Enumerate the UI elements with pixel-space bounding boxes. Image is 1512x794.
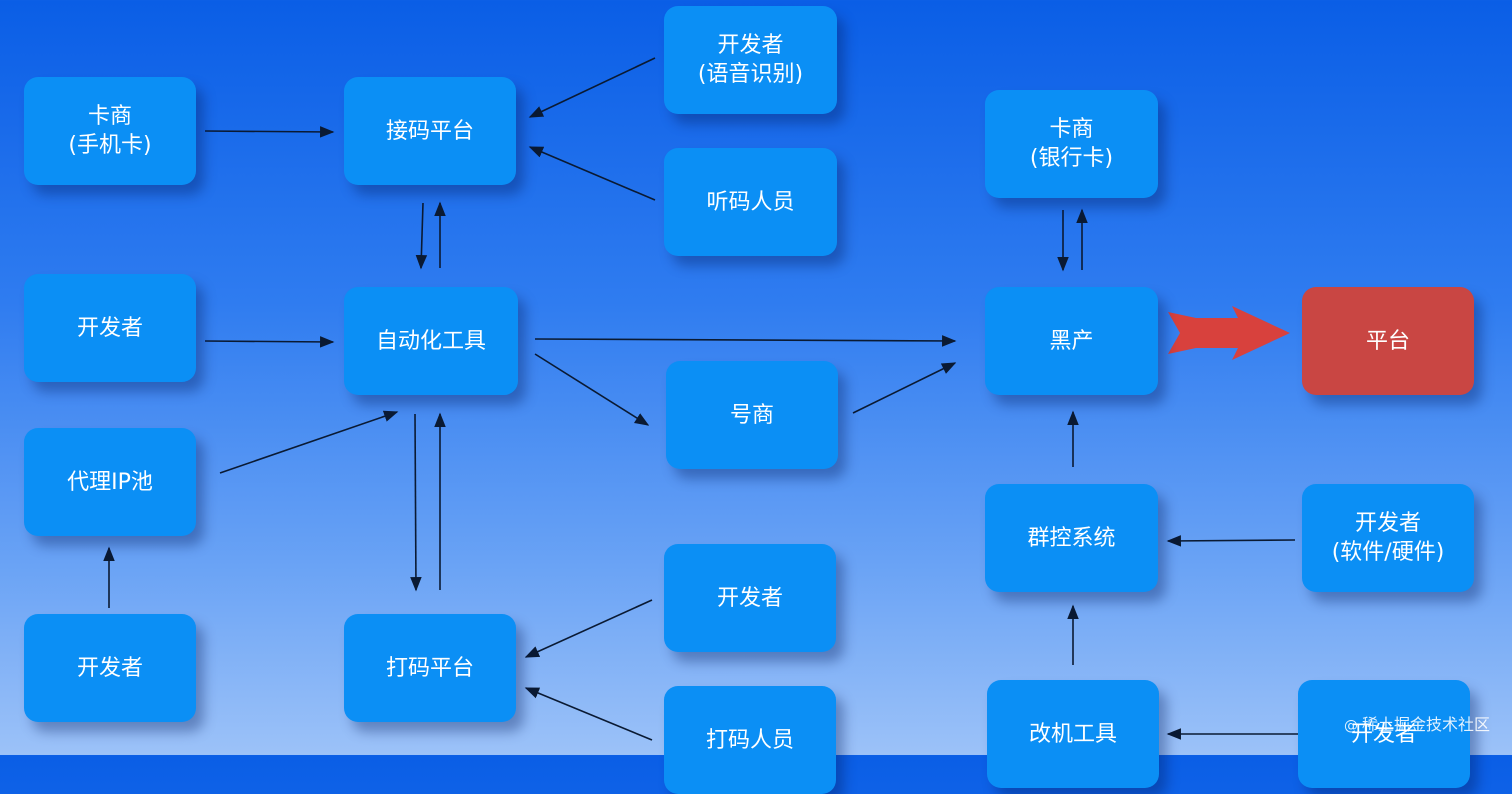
node-developer-1: 开发者 bbox=[24, 274, 196, 382]
node-automation-tool: 自动化工具 bbox=[344, 287, 518, 395]
arrow-card-to-sms bbox=[204, 126, 335, 138]
arrow-devvoice-to-sms bbox=[528, 57, 656, 118]
arrow-worker-to-captcha bbox=[524, 687, 653, 741]
arrow-devhw-to-group bbox=[1166, 535, 1296, 547]
arrow-sms-to-auto bbox=[415, 202, 428, 270]
node-black-industry: 黑产 bbox=[985, 287, 1158, 395]
node-developer-2: 开发者 bbox=[24, 614, 196, 722]
node-dev-voice: 开发者 (语音识别) bbox=[664, 6, 837, 114]
juejin-logo-icon: @ bbox=[1343, 718, 1358, 734]
arrow-proxy-to-auto bbox=[219, 410, 399, 474]
big-arrow-black-to-platform bbox=[1168, 306, 1290, 360]
node-captcha-platform: 打码平台 bbox=[344, 614, 516, 722]
watermark: @稀土掘金技术社区 bbox=[1344, 711, 1490, 735]
node-device-mod-tool: 改机工具 bbox=[987, 680, 1159, 788]
node-card-dealer-phone: 卡商 (手机卡) bbox=[24, 77, 196, 185]
node-platform: 平台 bbox=[1302, 287, 1474, 395]
arrow-dev-to-captcha bbox=[524, 599, 653, 658]
node-group-control: 群控系统 bbox=[985, 484, 1158, 592]
node-dev-hw-sw: 开发者 (软件/硬件) bbox=[1302, 484, 1474, 592]
arrow-account-to-black bbox=[852, 362, 957, 414]
arrow-dev-to-auto bbox=[204, 336, 335, 348]
node-developer-3: 开发者 bbox=[664, 544, 836, 652]
arrow-auto-to-captcha bbox=[410, 413, 422, 592]
watermark-text: 稀土掘金技术社区 bbox=[1361, 715, 1490, 734]
arrow-auto-to-black bbox=[534, 335, 957, 347]
arrow-auto-to-account bbox=[534, 353, 650, 426]
arrow-listener-to-sms bbox=[528, 146, 656, 201]
node-captcha-worker: 打码人员 bbox=[664, 686, 836, 794]
node-proxy-ip-pool: 代理IP池 bbox=[24, 428, 196, 536]
flow-diagram bbox=[103, 57, 1298, 741]
node-code-listener: 听码人员 bbox=[664, 148, 837, 256]
node-card-dealer-bank: 卡商 (银行卡) bbox=[985, 90, 1158, 198]
node-sms-platform: 接码平台 bbox=[344, 77, 516, 185]
node-account-dealer: 号商 bbox=[666, 361, 838, 469]
